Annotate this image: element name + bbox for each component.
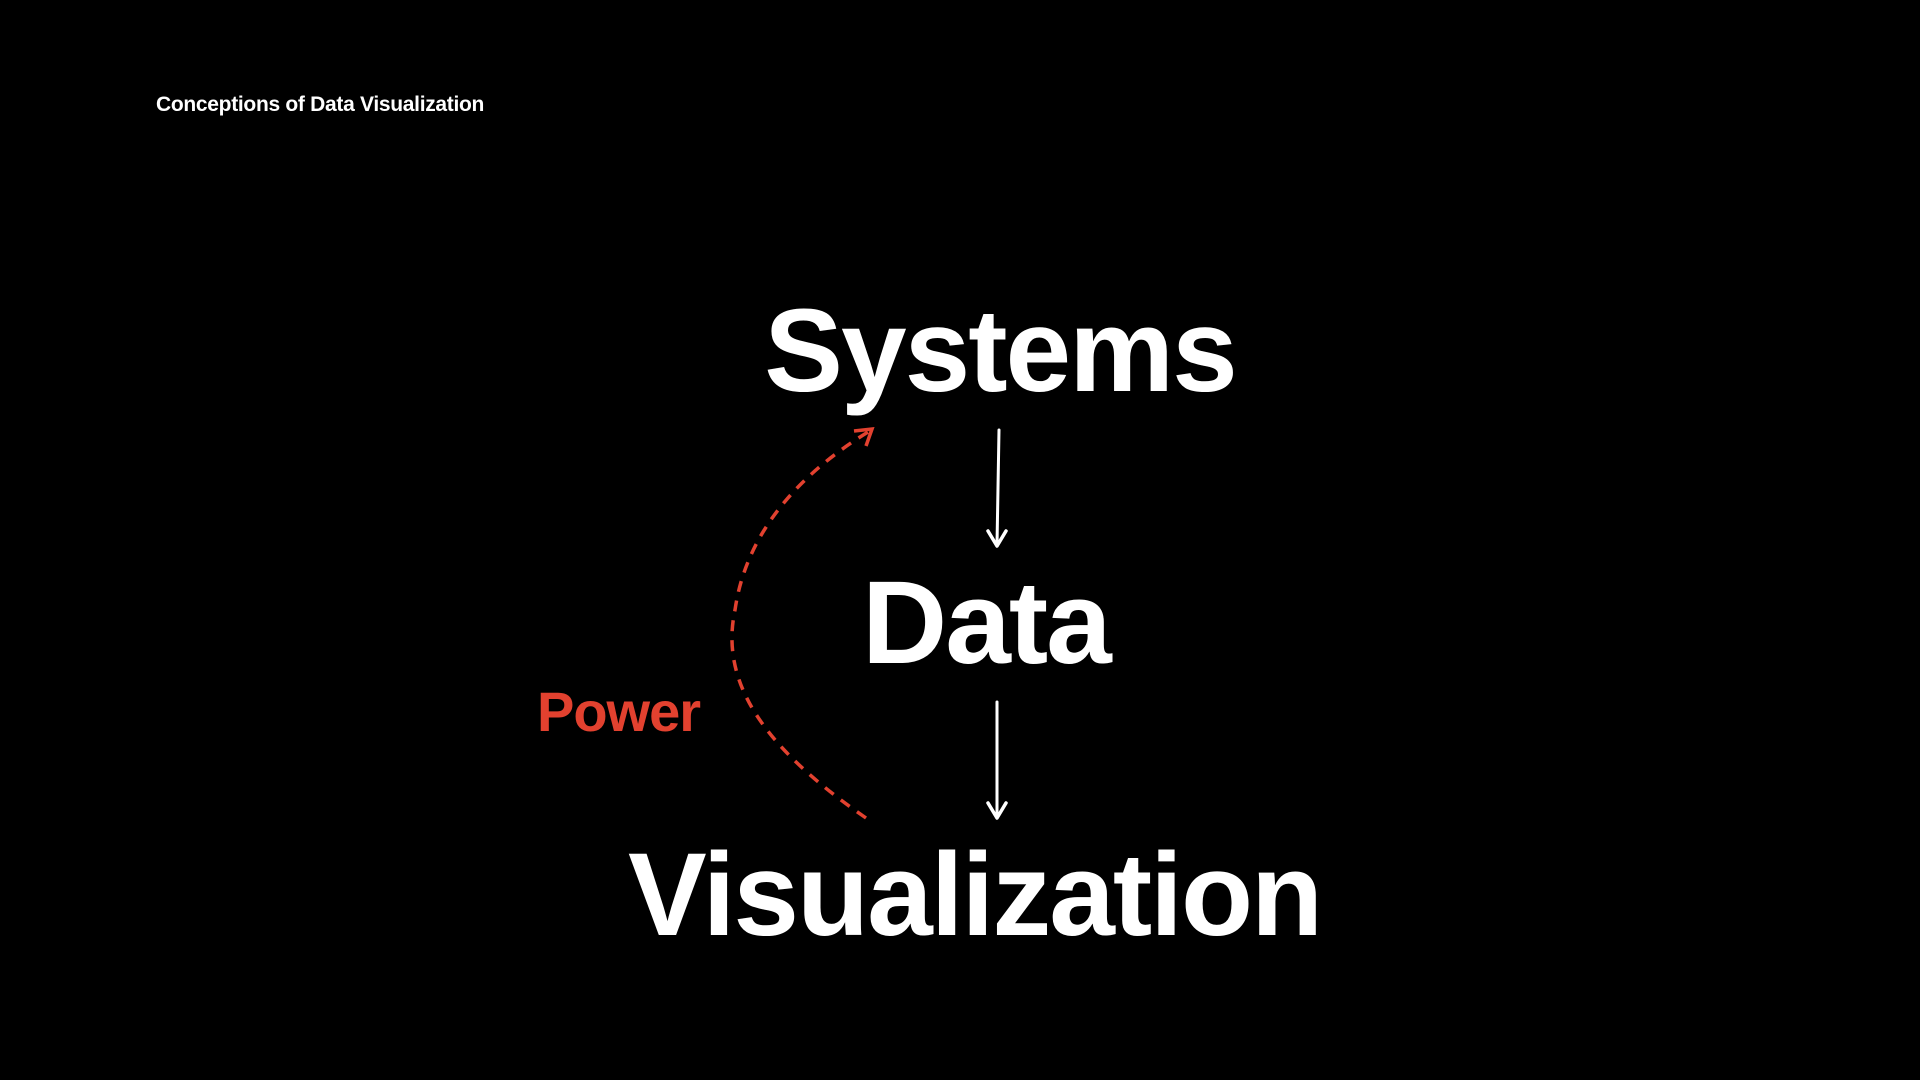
arrow-data-to-visualization bbox=[986, 700, 1008, 820]
node-data: Data bbox=[862, 557, 1112, 689]
node-visualization: Visualization bbox=[628, 829, 1323, 961]
arrow-systems-to-data bbox=[986, 428, 1008, 548]
node-systems: Systems bbox=[764, 285, 1237, 417]
power-label: Power bbox=[537, 680, 701, 743]
arrow-power-feedback bbox=[730, 426, 875, 820]
slide-header-title: Conceptions of Data Visualization bbox=[156, 93, 485, 116]
